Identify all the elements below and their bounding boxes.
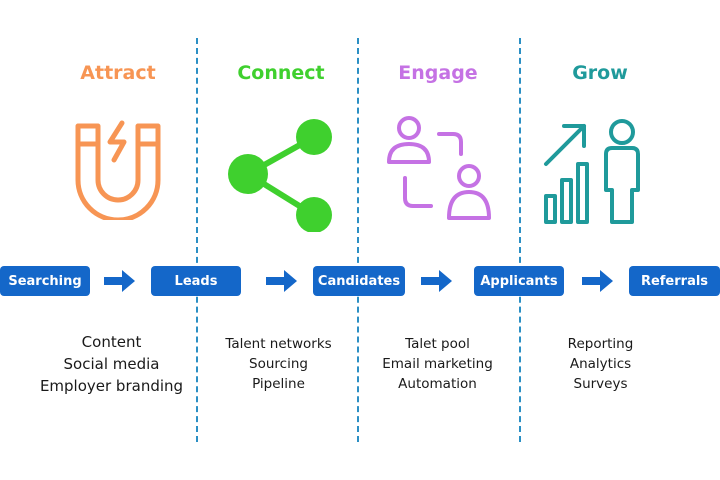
arrow-right-icon [266, 270, 297, 292]
stage-items-grow: Reporting Analytics Surveys [513, 334, 688, 394]
arrow-right-icon [582, 270, 613, 292]
stage-items-attract: Content Social media Employer branding [24, 331, 199, 397]
flow-step-searching: Searching [0, 266, 90, 296]
stage-item: Talent networks [225, 336, 332, 352]
stage-item: Pipeline [252, 376, 305, 392]
flow-step-referrals: Referrals [629, 266, 720, 296]
share-icon [228, 119, 332, 232]
stage-title-grow: Grow [572, 62, 628, 84]
stage-item: Employer branding [39, 377, 184, 395]
flow-step-leads: Leads [151, 266, 241, 296]
stage-divider-2 [357, 38, 359, 442]
people-exchange-icon [387, 116, 491, 220]
stage-title-engage: Engage [398, 62, 478, 84]
arrow-right-icon [421, 270, 452, 292]
stage-items-connect: Talent networks Sourcing Pipeline [191, 334, 366, 394]
stage-item: Automation [398, 376, 477, 392]
stage-divider-1 [196, 38, 198, 442]
stage-title-attract: Attract [80, 62, 156, 84]
stage-item: Social media [63, 355, 160, 373]
arrow-right-icon [104, 270, 135, 292]
stage-title-connect: Connect [237, 62, 325, 84]
flow-step-candidates: Candidates [313, 266, 405, 296]
stage-item: Email marketing [382, 356, 493, 372]
stage-divider-3 [519, 38, 521, 442]
magnet-icon [75, 120, 161, 220]
stage-items-engage: Talet pool Email marketing Automation [350, 334, 525, 394]
flow-step-applicants: Applicants [474, 266, 564, 296]
stage-item: Surveys [573, 376, 628, 392]
stage-item: Sourcing [249, 356, 308, 372]
stage-item: Content [81, 333, 142, 351]
stage-item: Talet pool [405, 336, 470, 352]
growth-person-icon [544, 119, 640, 224]
stage-item: Analytics [569, 356, 632, 372]
stage-item: Reporting [567, 336, 634, 352]
